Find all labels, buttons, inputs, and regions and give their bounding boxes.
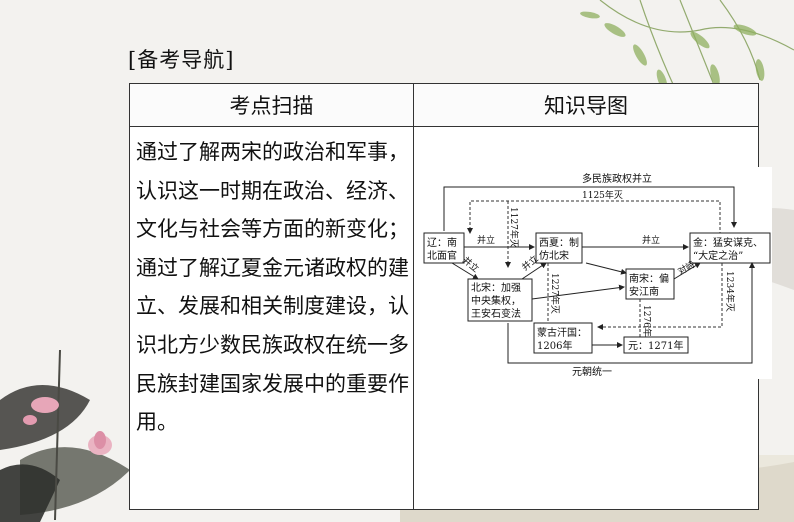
jin-line2: “大定之治” bbox=[693, 249, 743, 262]
label-1125: 1125年灭 bbox=[582, 189, 623, 201]
arrow-1234 bbox=[597, 263, 723, 330]
liao-line2: 北面官 bbox=[427, 249, 457, 262]
box-nansong bbox=[625, 268, 675, 300]
section-title: [备考导航] bbox=[128, 48, 235, 72]
box-xixia bbox=[535, 232, 583, 264]
label-top: 多民族政权并立 bbox=[582, 172, 652, 185]
label-bingli-1: 并立 bbox=[477, 234, 495, 246]
beisong-line1: 北宋：加强 bbox=[471, 281, 521, 294]
arrow-beisong-xixia bbox=[521, 262, 547, 280]
label-1234: 1234年灭 bbox=[724, 271, 736, 312]
arrow-duizhi bbox=[673, 262, 701, 280]
jin-line1: 金：猛安谋克、 bbox=[693, 236, 763, 249]
col2-header: 知识导图 bbox=[413, 83, 759, 127]
box-menggu bbox=[533, 322, 593, 354]
knowledge-map-cell: 多民族政权并立 1125年灭 1127年灭 辽：南 北面官 西夏：制 仿北宋 bbox=[413, 126, 772, 510]
diagram-background bbox=[422, 167, 772, 379]
box-yuan bbox=[623, 336, 689, 354]
xixia-line2: 仿北宋 bbox=[539, 249, 569, 262]
xixia-line1: 西夏：制 bbox=[539, 236, 579, 249]
arrow-top bbox=[443, 186, 737, 231]
arrow-1125 bbox=[467, 200, 721, 235]
study-guide-table: 考点扫描 知识导图 通过了解两宋的政治和军事，认识这一时期在政治、经济、文化与社… bbox=[129, 83, 772, 510]
label-1276: 1276年灭 bbox=[641, 305, 653, 346]
label-bingli-2: 并立 bbox=[642, 234, 660, 246]
nansong-line1: 南宋：偏 bbox=[629, 272, 669, 285]
label-1127: 1127年灭 bbox=[508, 207, 520, 248]
menggu-line1: 蒙古汗国： bbox=[537, 326, 587, 339]
yuan-text: 元：1271年 bbox=[628, 339, 683, 352]
beisong-line2: 中央集权， bbox=[471, 294, 521, 307]
knowledge-map-diagram: 多民族政权并立 1125年灭 1127年灭 辽：南 北面官 西夏：制 仿北宋 bbox=[422, 167, 772, 379]
col1-header: 考点扫描 bbox=[129, 83, 414, 127]
liao-line1: 辽：南 bbox=[427, 236, 457, 249]
scan-text: 通过了解两宋的政治和军事，认识这一时期在政治、经济、文化与社会等方面的新变化；通… bbox=[129, 126, 414, 510]
arrow-liao-beisong bbox=[451, 262, 479, 280]
box-jin bbox=[689, 232, 771, 264]
box-liao bbox=[423, 232, 465, 264]
label-bottom: 元朝统一 bbox=[572, 365, 612, 378]
menggu-line2: 1206年 bbox=[537, 339, 572, 352]
nansong-line2: 安江南 bbox=[629, 285, 659, 298]
arrow-bottom bbox=[507, 262, 755, 364]
label-1227: 1227年灭 bbox=[549, 273, 561, 314]
arrow-xixia-nansong bbox=[585, 262, 627, 275]
arrow-beisong-nansong bbox=[531, 284, 625, 300]
box-beisong bbox=[467, 278, 533, 322]
beisong-line3: 王安石变法 bbox=[471, 307, 521, 320]
lotus-painting bbox=[0, 349, 130, 522]
